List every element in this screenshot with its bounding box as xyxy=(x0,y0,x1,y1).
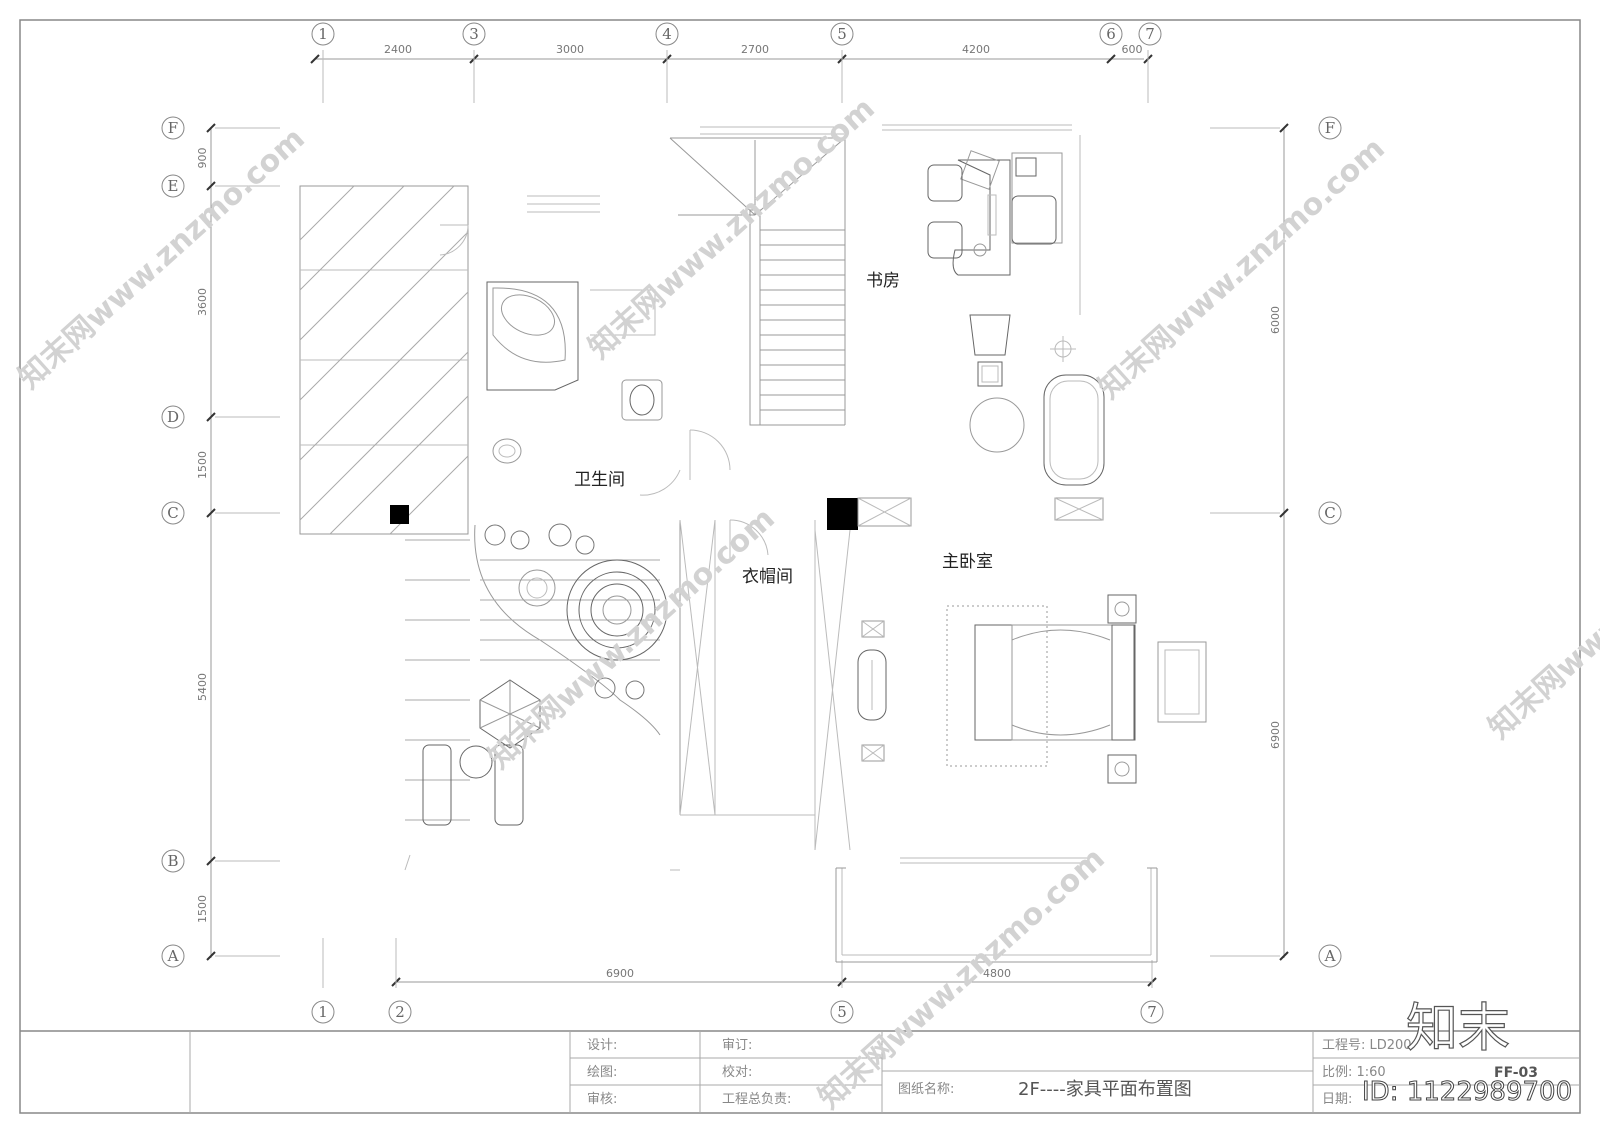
title-review-label: 审订: xyxy=(722,1038,752,1053)
room-label-study: 书房 xyxy=(866,271,900,291)
axis-left-d: D xyxy=(167,408,179,426)
stairs xyxy=(669,126,846,426)
axis-top-6: 6 xyxy=(1106,25,1116,43)
study-lounge xyxy=(969,314,1105,521)
dimension-lines xyxy=(210,58,1285,983)
title-drawing-label: 绘图: xyxy=(587,1065,617,1080)
axis-left-b: B xyxy=(167,852,178,870)
drawing-name-label: 图纸名称: xyxy=(898,1081,954,1097)
dim-top-2700: 2700 xyxy=(741,43,769,56)
axis-bubbles-top xyxy=(311,22,1162,46)
drawing-scale: 比例: 1:60 xyxy=(1322,1065,1386,1080)
balcony xyxy=(835,867,1158,963)
study-furniture xyxy=(882,124,1081,315)
bathroom-fixtures xyxy=(439,195,731,496)
outer-frame xyxy=(19,19,1581,1114)
column-left xyxy=(390,505,409,524)
dim-left-1500-lower: 1500 xyxy=(196,895,209,923)
axis-bubbles-right xyxy=(1318,116,1342,968)
axis-left-c: C xyxy=(167,504,178,522)
terrace-garden xyxy=(404,523,680,871)
stair-treads xyxy=(760,229,845,411)
watermark-site-3: 知末网www.znzmo.com xyxy=(1092,131,1392,406)
dim-left-3600: 3600 xyxy=(196,288,209,316)
room-label-master-bedroom: 主卧室 xyxy=(942,552,993,572)
axis-top-4: 4 xyxy=(662,25,672,43)
axis-bottom-1: 1 xyxy=(318,1003,328,1021)
watermark-site-4: 知末网www.znzmo.com xyxy=(482,501,782,776)
title-chief-label: 工程总负责: xyxy=(722,1092,791,1107)
watermark-site-5: 知末网www.znzmo.com xyxy=(812,841,1112,1116)
sheet-number: FF-03 xyxy=(1494,1065,1538,1081)
dim-right-6900: 6900 xyxy=(1269,721,1282,749)
axis-bubbles-bottom xyxy=(311,1000,1164,1024)
axis-right-f: F xyxy=(1325,119,1335,137)
drawing-name: 2F----家具平面布置图 xyxy=(1018,1079,1192,1100)
axis-bottom-2: 2 xyxy=(395,1003,405,1021)
watermark-site-1: 知末网www.znzmo.com xyxy=(12,121,312,396)
dim-top-4200: 4200 xyxy=(962,43,990,56)
axis-right-c: C xyxy=(1324,504,1335,522)
axis-bubbles-left xyxy=(161,116,185,968)
dim-right-6000: 6000 xyxy=(1269,306,1282,334)
axis-top-5: 5 xyxy=(837,25,847,43)
axis-extension-lines xyxy=(215,50,1280,988)
title-design-label: 设计: xyxy=(587,1038,617,1053)
axis-top-1: 1 xyxy=(318,25,328,43)
axis-left-e: E xyxy=(168,177,179,195)
room-label-bathroom: 卫生间 xyxy=(574,470,625,490)
dim-top-3000: 3000 xyxy=(556,43,584,56)
dim-left-5400: 5400 xyxy=(196,673,209,701)
watermark-logo: 知末 xyxy=(1406,999,1510,1059)
axis-bottom-5: 5 xyxy=(837,1003,847,1021)
title-audit-label: 审核: xyxy=(587,1092,617,1107)
watermark-site-6: 知末网www.znzmo.com xyxy=(1482,471,1600,746)
dim-top-600: 600 xyxy=(1122,43,1143,56)
column-center xyxy=(827,498,858,530)
watermark-id: ID: 1122989700 xyxy=(1362,1077,1572,1107)
dim-bottom-4800: 4800 xyxy=(983,967,1011,980)
axis-bottom-7: 7 xyxy=(1147,1003,1157,1021)
axis-top-7: 7 xyxy=(1145,25,1155,43)
axis-left-a: A xyxy=(167,947,179,965)
watermark-site-2: 知末网www.znzmo.com xyxy=(582,91,882,366)
project-number: 工程号: LD200 xyxy=(1322,1038,1412,1053)
master-bedroom-furniture xyxy=(857,594,1207,864)
dim-left-900: 900 xyxy=(196,148,209,169)
wardrobe-room xyxy=(679,497,912,851)
dim-left-1500-upper: 1500 xyxy=(196,451,209,479)
dim-bottom-6900: 6900 xyxy=(606,967,634,980)
axis-top-3: 3 xyxy=(469,25,479,43)
axis-right-a: A xyxy=(1324,947,1336,965)
axis-left-f: F xyxy=(168,119,178,137)
room-label-wardrobe: 衣帽间 xyxy=(742,567,793,587)
title-block-grid xyxy=(189,1031,1580,1113)
title-proofread-label: 校对: xyxy=(722,1064,752,1080)
drawing-date: 日期: xyxy=(1322,1092,1352,1107)
dim-top-2400: 2400 xyxy=(384,43,412,56)
glass-shaft xyxy=(299,185,469,535)
